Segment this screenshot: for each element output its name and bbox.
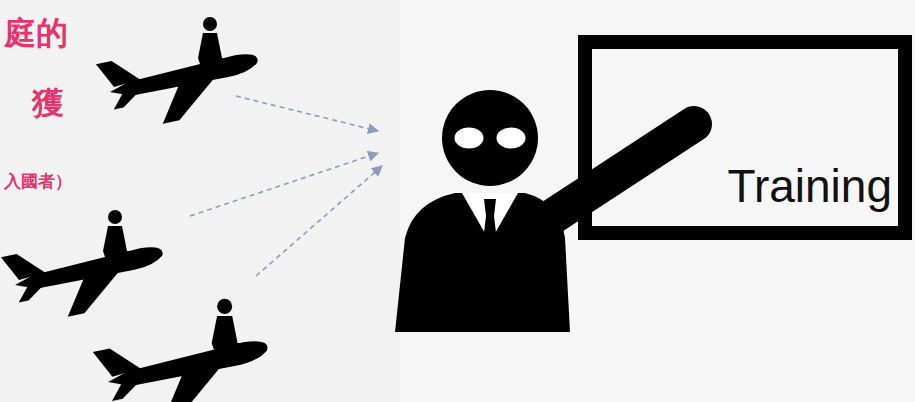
background-panel xyxy=(0,0,400,402)
dashed-arrows xyxy=(190,96,382,276)
caption-fragment: 庭的 xyxy=(4,16,68,51)
airplane xyxy=(93,299,277,402)
airplane xyxy=(96,17,267,135)
presenter-figure xyxy=(395,90,694,332)
airplane xyxy=(1,210,172,328)
caption-fragment: 獲 xyxy=(32,86,64,121)
presentation-board: Training xyxy=(578,35,912,240)
board-text: Training xyxy=(728,161,892,212)
caption-fragment: 入國者） xyxy=(4,172,72,191)
